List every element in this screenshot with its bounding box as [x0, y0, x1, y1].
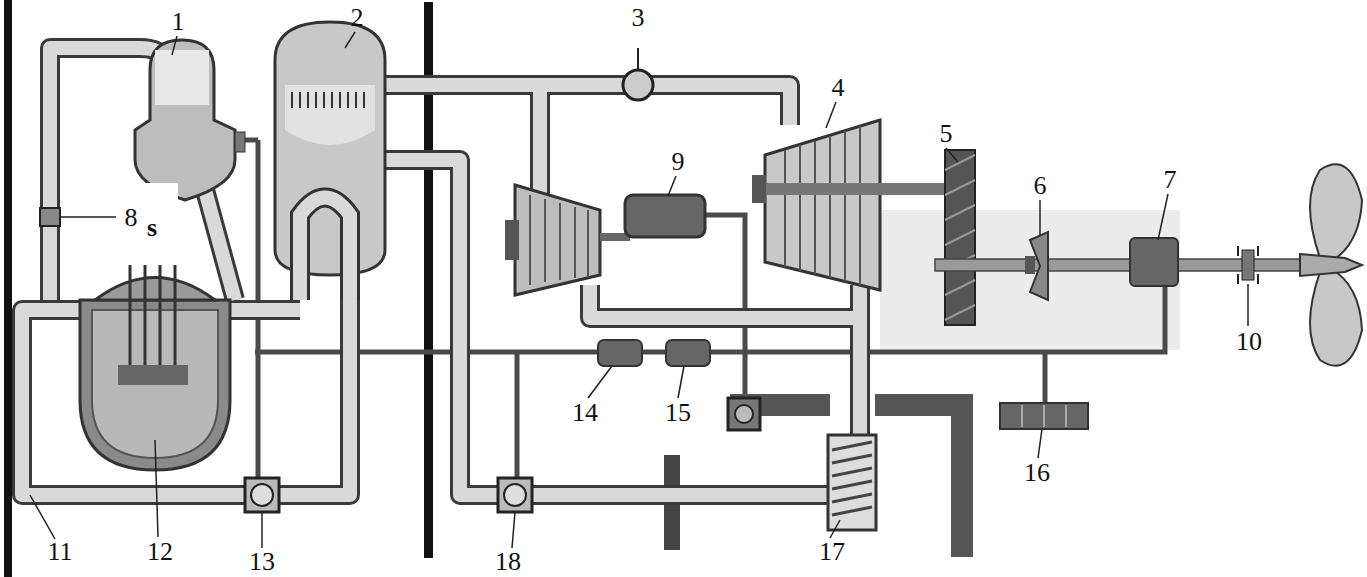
- sea-water-pipe: [875, 405, 962, 557]
- callout-number: 17: [819, 539, 845, 565]
- bulkhead: [4, 0, 12, 577]
- clutch: [1025, 256, 1035, 274]
- callout-number: 6: [1034, 173, 1047, 199]
- callout-number: 15: [665, 400, 691, 426]
- steam-generator: [275, 22, 385, 300]
- callout-number: 12: [147, 539, 173, 565]
- callout-number: 2: [351, 5, 364, 31]
- valve: [40, 208, 60, 226]
- electric-line: [255, 282, 1165, 352]
- callout-number: 1: [172, 9, 185, 35]
- pipework: [22, 48, 860, 520]
- valve-stem: [637, 48, 639, 70]
- converter: [666, 340, 710, 366]
- callout-number: 3: [632, 5, 645, 31]
- callout-number: 5: [940, 121, 953, 147]
- leader-line: [30, 32, 1248, 548]
- electric-line: [515, 352, 520, 480]
- callout-number: 9: [672, 149, 685, 175]
- callout-number: 10: [1236, 329, 1262, 355]
- cover-patch: [120, 183, 178, 265]
- callout-number: 11: [47, 539, 72, 565]
- callout-number: 8: [125, 205, 138, 231]
- reactor-vessel: [80, 262, 230, 470]
- callout-number: 14: [572, 400, 598, 426]
- callout-number: 16: [1024, 460, 1050, 486]
- shaft-space: [880, 210, 1180, 350]
- main-turbine: [752, 120, 946, 290]
- propulsion-motor: [1130, 238, 1178, 286]
- callout-number: 13: [249, 549, 275, 575]
- battery: [1000, 403, 1088, 429]
- electric-line: [1043, 352, 1048, 405]
- thrust-bearing: [1238, 246, 1258, 284]
- reduction-gear: [945, 150, 975, 325]
- turbogenerator: [505, 185, 705, 295]
- valve: [623, 70, 653, 100]
- partial-text: s: [147, 215, 157, 241]
- pump: [245, 398, 760, 512]
- pressurizer: [135, 40, 245, 200]
- converter: [598, 340, 642, 366]
- callout-number: 7: [1164, 167, 1177, 193]
- callout-number: 4: [832, 75, 845, 101]
- condenser: [828, 435, 876, 530]
- propeller: [1300, 164, 1362, 365]
- callout-number: 18: [495, 549, 521, 575]
